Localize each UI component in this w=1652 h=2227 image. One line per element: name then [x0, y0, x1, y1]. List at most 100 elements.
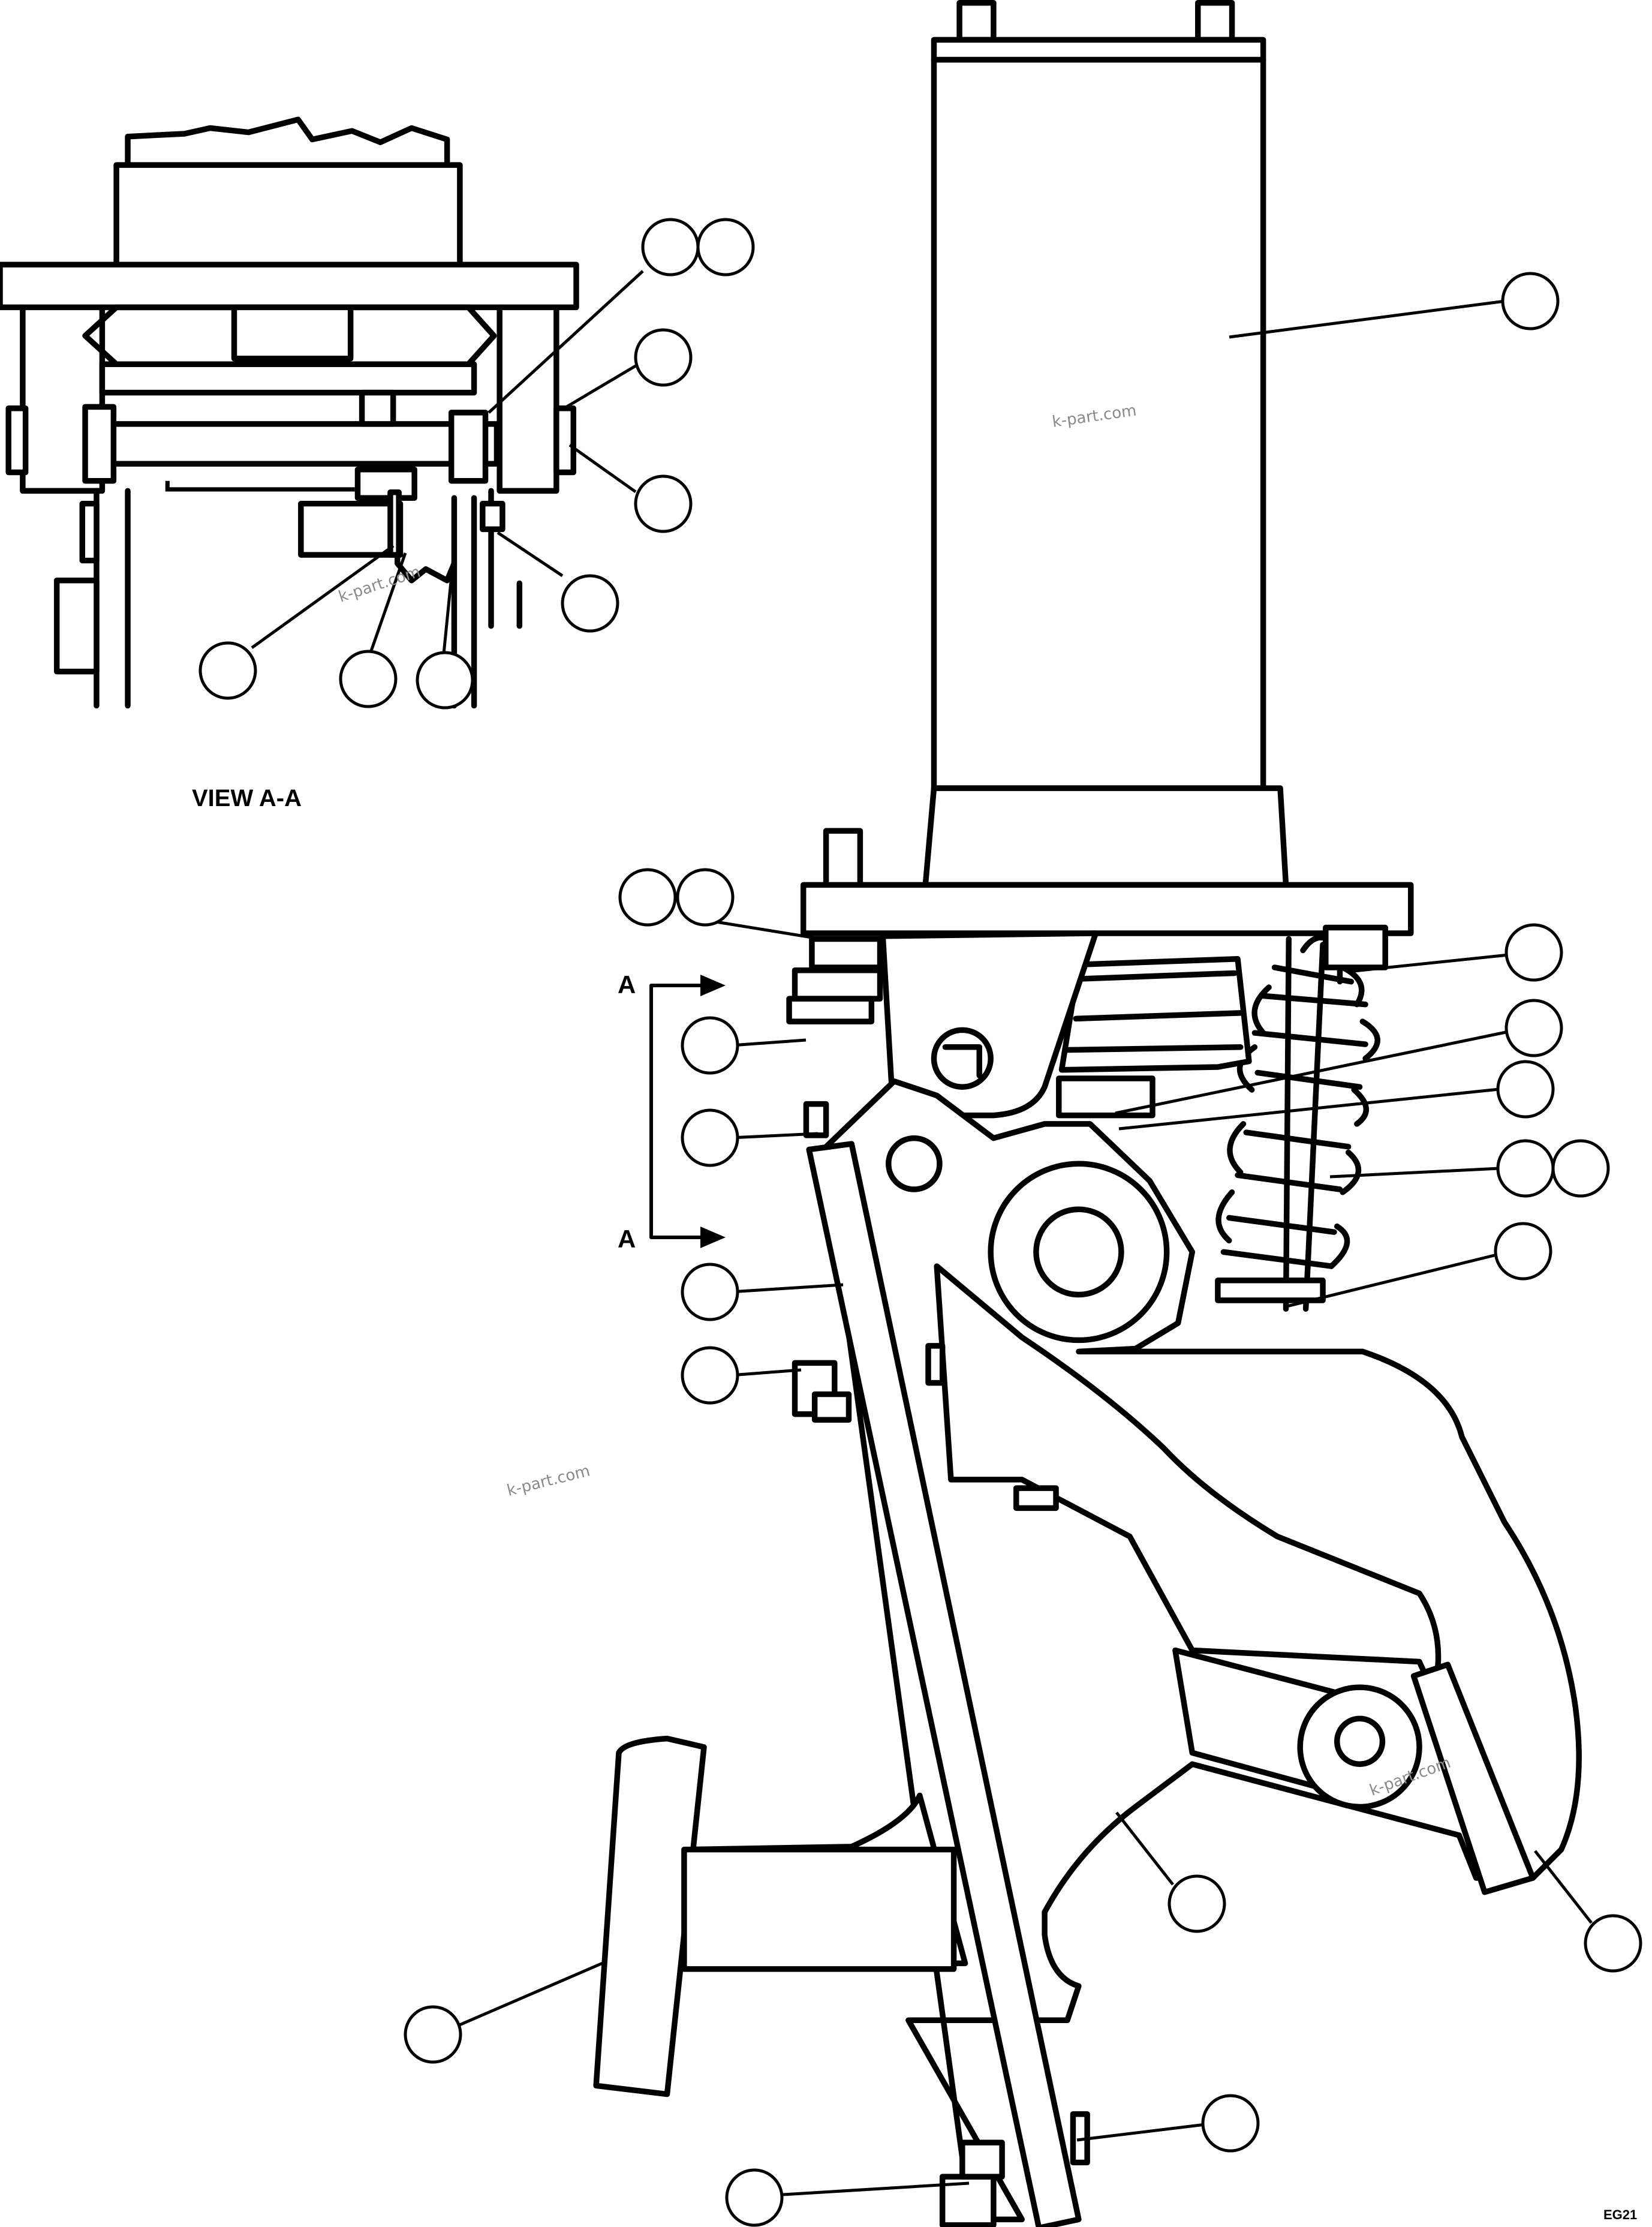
- frame-bar: [99, 361, 477, 396]
- callout-balloon: [1496, 1139, 1555, 1198]
- view-balloons: [198, 218, 755, 710]
- shaft-right-collar: [448, 410, 489, 484]
- left-pin: [5, 405, 29, 476]
- leader: [1115, 1811, 1174, 1886]
- callout-balloon: [681, 1346, 739, 1405]
- callout-balloon: [1501, 272, 1560, 330]
- left-arm: [20, 304, 106, 494]
- callout-balloon: [641, 218, 700, 277]
- callout-balloon: [404, 2005, 462, 2064]
- clevis-clip: [942, 1044, 982, 1078]
- leader: [730, 1132, 819, 1140]
- callout-balloon: [634, 474, 693, 533]
- drawing-code: EG21: [1603, 2207, 1637, 2222]
- small-stop: [1323, 924, 1388, 970]
- callout-balloon: [1504, 999, 1563, 1057]
- callout-balloon: [561, 574, 619, 633]
- washer-lower: [786, 996, 875, 1024]
- leader: [1118, 1087, 1500, 1131]
- callout-balloon: [634, 328, 693, 387]
- callout-balloon: [1504, 923, 1563, 982]
- stem-bolt-head: [811, 1391, 852, 1423]
- roller-hub: [1334, 1715, 1386, 1768]
- section-arrows: A A: [618, 970, 726, 1253]
- housing-block: [113, 162, 463, 268]
- pivot-hole: [1033, 1206, 1124, 1298]
- callout-balloon: [339, 650, 398, 708]
- callout-balloon: [416, 651, 474, 710]
- left-block-2: [53, 578, 100, 675]
- stop-plate: [1410, 1661, 1536, 1895]
- leader: [730, 1283, 844, 1294]
- pad-shank: [681, 1846, 957, 1972]
- leader: [1229, 299, 1506, 339]
- bottom-bolt-head: [959, 2139, 1005, 2180]
- link-bolt: [1013, 1485, 1059, 1511]
- view-label: VIEW A-A: [192, 785, 302, 812]
- section-marker-top: A: [618, 970, 636, 999]
- flange-plate: [800, 882, 1414, 936]
- push-rod: [1056, 1075, 1156, 1119]
- main-balloons: [404, 272, 1642, 2227]
- small-tab: [803, 1101, 829, 1138]
- leader: [496, 531, 564, 578]
- nut: [809, 936, 883, 970]
- pivot-hole-small: [886, 1135, 943, 1192]
- section-marker-bottom: A: [618, 1225, 636, 1253]
- callout-balloon: [198, 641, 257, 700]
- view-leaders: [251, 270, 644, 654]
- callout-balloon: [681, 1016, 739, 1075]
- cylinder-body: [931, 56, 1266, 791]
- diaphragm-center: [231, 304, 354, 362]
- leader: [730, 1368, 802, 1377]
- stem-nut: [925, 1343, 946, 1386]
- shaft-left-collar: [82, 404, 117, 484]
- leader: [442, 557, 455, 654]
- main-assembly: [593, 0, 1582, 2227]
- pedal-stem: [806, 1141, 1082, 2227]
- mounting-plate: [0, 262, 579, 311]
- callout-balloon: [1494, 1222, 1552, 1281]
- leader: [456, 1959, 607, 2028]
- cross-shaft: [91, 421, 500, 467]
- callout-balloon: [1167, 1874, 1226, 1933]
- callout-balloon: [1496, 1060, 1555, 1119]
- cylinder-top-bolt: [1195, 0, 1235, 43]
- callout-balloon: [676, 868, 735, 927]
- leader: [1115, 1030, 1509, 1115]
- callout-balloon: [1551, 1139, 1610, 1198]
- watermark: k-part.com: [505, 1462, 592, 1499]
- leader: [1347, 953, 1509, 973]
- cylinder-base-flare: [922, 785, 1289, 888]
- leader: [1286, 1253, 1497, 1308]
- rod-left: [94, 488, 131, 709]
- callout-balloon: [681, 1263, 739, 1321]
- cotter-pin: [387, 489, 402, 558]
- stop-block: [354, 467, 417, 501]
- callout-balloon: [1584, 1914, 1642, 1973]
- leader: [731, 1038, 807, 1047]
- main-leaders: [456, 299, 1593, 2197]
- right-spacer: [480, 500, 505, 533]
- spring-seat: [1215, 1278, 1326, 1303]
- callout-balloon: [618, 868, 677, 927]
- leader: [488, 270, 644, 414]
- callout-balloon: [1201, 2094, 1260, 2153]
- leader: [708, 919, 816, 940]
- lower-block: [298, 500, 404, 558]
- leader: [1329, 1167, 1500, 1179]
- broken-housing-top: [125, 116, 450, 168]
- callout-balloon: [696, 218, 755, 277]
- leader: [1534, 1850, 1593, 1924]
- callout-balloon: [725, 2168, 784, 2227]
- leader: [1076, 2123, 1206, 2142]
- left-block-1: [79, 500, 100, 564]
- shaft-link: [165, 480, 355, 492]
- leader: [369, 552, 407, 653]
- leader: [564, 364, 637, 410]
- cylinder-top-bolt: [956, 0, 997, 43]
- leader: [773, 2181, 970, 2197]
- cylinder-cap: [931, 37, 1266, 63]
- watermark: k-part.com: [336, 563, 423, 606]
